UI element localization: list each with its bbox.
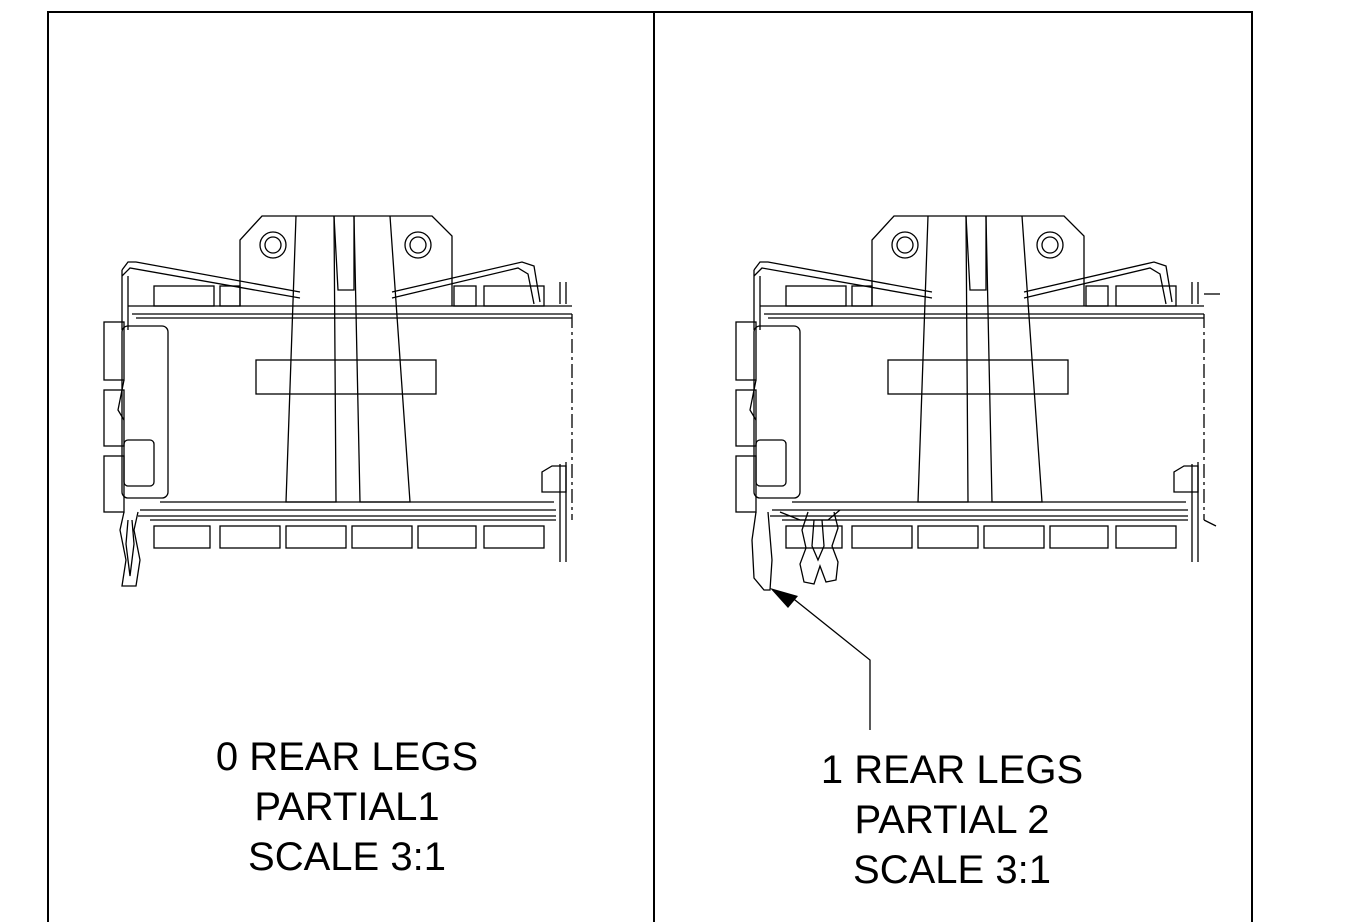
right-caption-line-1: 1 REAR LEGS	[820, 748, 1084, 792]
left-partial-view	[103, 215, 573, 587]
leader-arrow	[770, 588, 871, 730]
right-partial-view	[735, 215, 1220, 730]
right-view-caption: 1 REAR LEGS PARTIAL 2 SCALE 3:1	[652, 745, 1252, 895]
left-caption-line-1: 0 REAR LEGS	[215, 735, 479, 779]
left-caption-line-3: SCALE 3:1	[248, 835, 446, 879]
right-caption-line-3: SCALE 3:1	[853, 848, 1051, 892]
frame-border	[47, 11, 1253, 922]
left-caption-line-2: PARTIAL1	[254, 785, 440, 829]
right-caption-line-2: PARTIAL 2	[854, 798, 1050, 842]
left-view-caption: 0 REAR LEGS PARTIAL1 SCALE 3:1	[48, 732, 646, 882]
